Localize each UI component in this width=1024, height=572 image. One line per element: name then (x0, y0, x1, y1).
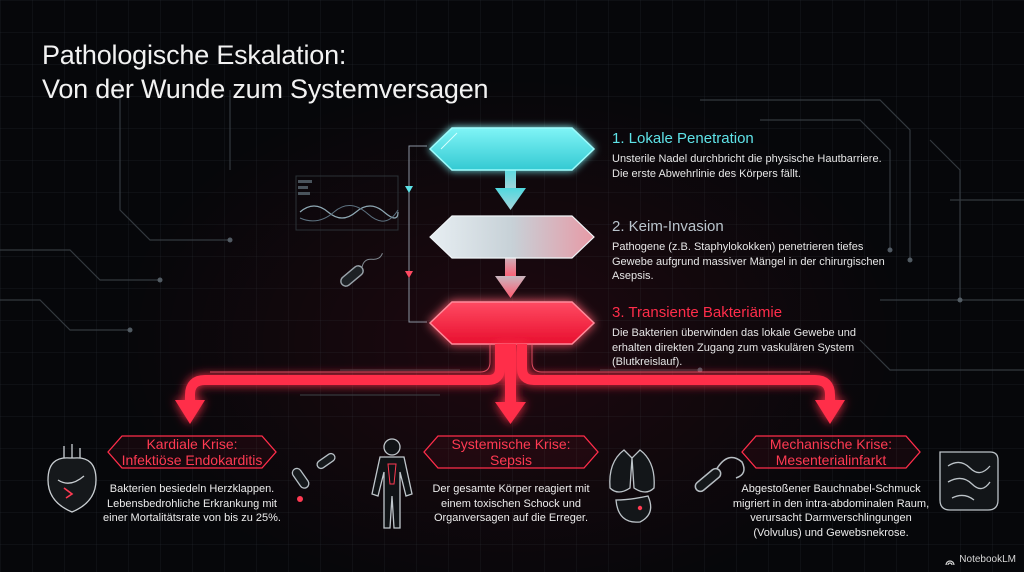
bracket-marker (405, 186, 413, 193)
step-2-title: 2. Keim-Invasion (612, 218, 724, 235)
crisis-2-title: Systemische Krise: Sepsis (451, 436, 571, 468)
brand-icon (945, 560, 955, 566)
bacteria-icon (291, 452, 336, 502)
intestine-icon (939, 451, 999, 511)
page-title: Pathologische Eskalation: Von der Wunde … (42, 38, 489, 106)
crisis-frame-2 (423, 435, 599, 469)
step-3-title: 3. Transiente Bakteriämie (612, 304, 783, 321)
step-3-description: Die Bakterien überwinden das lokale Gewe… (612, 327, 856, 368)
crisis-1-description: Bakterien besiedeln Herzklappen. Lebensb… (103, 483, 281, 524)
step-banner-3 (428, 301, 596, 345)
step-1-title: 1. Lokale Penetration (612, 130, 754, 147)
title-line-1: Pathologische Eskalation: (42, 40, 347, 70)
crisis-3-title: Mechanische Krise: Mesenterialinfarkt (769, 436, 893, 468)
crisis-frame-3 (741, 435, 921, 469)
notebooklm-icon (946, 555, 956, 565)
side-bracket (408, 145, 427, 323)
crisis-2-description: Der gesamte Körper reagiert mit einem to… (432, 483, 590, 524)
step-arrow (495, 168, 526, 210)
step-1-description: Unsterile Nadel durchbricht die physisch… (612, 153, 882, 180)
bracket-marker (405, 271, 413, 278)
title-line-2: Von der Wunde zum Systemversagen (42, 74, 489, 104)
waveform-icon (295, 175, 399, 231)
brand-watermark: NotebookLM (946, 554, 1016, 565)
brand-label: NotebookLM (959, 554, 1016, 565)
lungs-stomach-icon (609, 449, 655, 523)
crisis-frame-1 (107, 435, 277, 469)
step-arrow (495, 256, 526, 298)
branch-arrows (175, 344, 845, 424)
step-2-description: Pathogene (z.B. Staphylokokken) penetrie… (612, 241, 885, 282)
crisis-3-description: Abgestoßener Bauchnabel-Schmuck migriert… (732, 483, 930, 539)
circuit-traces (0, 80, 1024, 396)
bacteria-icon (340, 252, 383, 287)
heart-icon (47, 444, 97, 513)
navel-piercing-icon (694, 456, 745, 493)
body-silhouette-icon (371, 438, 413, 529)
step-banner-1 (428, 127, 596, 171)
step-banner-2 (429, 215, 595, 259)
crisis-1-title: Kardiale Krise: Infektiöse Endokarditis (121, 436, 263, 468)
